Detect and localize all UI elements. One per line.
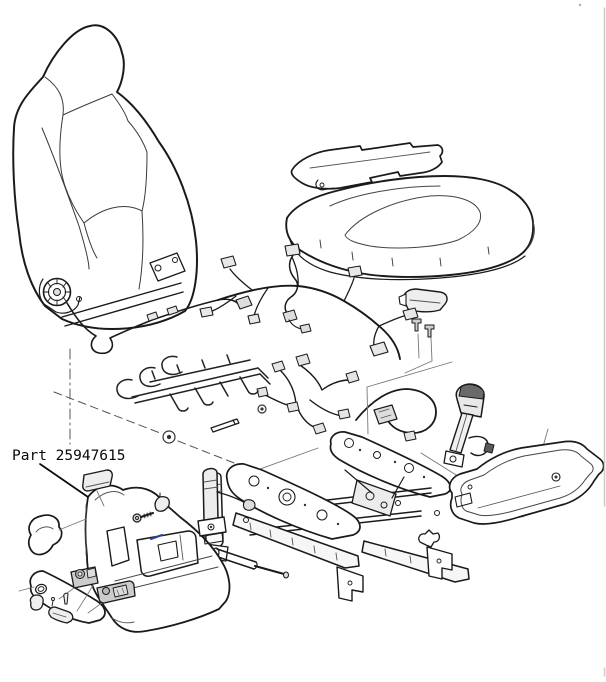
drive-cylinder	[212, 547, 289, 579]
secondary-wiring-harness	[256, 353, 437, 442]
retainer-clip	[418, 529, 441, 548]
trim-cap	[82, 469, 113, 507]
cushion-pan	[290, 142, 444, 191]
inner-finish-cover	[448, 440, 605, 525]
trim-button	[48, 606, 74, 624]
seat-back-with-headrest	[12, 24, 198, 330]
torsion-rod	[210, 418, 240, 433]
power-seat-switch	[58, 566, 99, 612]
seat-belt-pretensioner	[197, 467, 256, 545]
cushion-suspension-mat	[116, 354, 271, 412]
cone-clip	[154, 492, 170, 512]
trim-knob	[29, 594, 44, 611]
recliner-handle	[27, 514, 87, 556]
part-number-callout: Part 25947615	[12, 448, 126, 498]
main-wiring-harness	[199, 243, 419, 360]
seat-cushion	[285, 175, 535, 281]
mount-bracket-with-push-pins	[398, 288, 448, 338]
page-edge-artifacts	[578, 3, 606, 677]
seat-track-adjuster-assembly	[225, 431, 470, 602]
blue-highlight-tick	[150, 534, 163, 540]
fastener-washers	[162, 404, 267, 444]
part-number-label: Part 25947615	[12, 448, 126, 464]
trim-screw	[132, 511, 154, 523]
switch-pin	[63, 592, 69, 605]
seat-belt-buckle	[443, 383, 495, 468]
cushion-pigtail-wires	[282, 243, 312, 334]
lumbar-switch	[87, 580, 136, 614]
label-leader-line	[39, 463, 89, 498]
recliner-hub	[38, 277, 82, 314]
